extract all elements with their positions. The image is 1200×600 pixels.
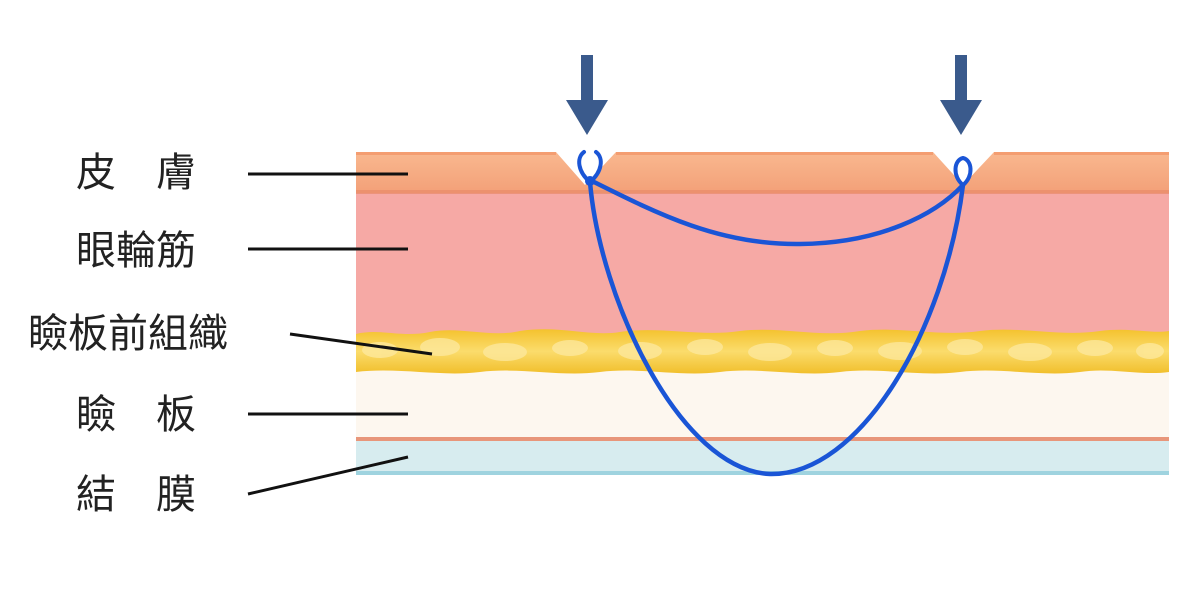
arrow-down-icon xyxy=(940,55,982,135)
suture-thread-lower xyxy=(587,179,966,477)
label-skin-text: 皮 膚 xyxy=(76,150,196,196)
label-skin: 皮 膚 xyxy=(76,153,218,193)
leader-line-pretarsal xyxy=(289,332,433,356)
suture-knot-left-dot xyxy=(585,176,595,186)
skin-top-edge xyxy=(356,152,556,155)
label-tarsus-text: 瞼 板 xyxy=(76,392,196,438)
conjunctiva-layer xyxy=(356,440,1169,474)
tarsus-layer xyxy=(356,370,1169,440)
fat-globules xyxy=(362,338,1164,361)
skin-layer xyxy=(356,152,1169,193)
label-pretarsal-tissue: 瞼板前組織 xyxy=(28,311,228,357)
skin-top-edge-mid xyxy=(616,152,933,155)
tarsus-bottom-line xyxy=(356,437,1169,441)
orbicularis-layer xyxy=(356,193,1169,338)
suture-knot-right xyxy=(953,155,973,187)
arrow-down-icon xyxy=(566,55,608,135)
leader-line-conjunctiva xyxy=(247,455,409,496)
skin-muscle-boundary xyxy=(356,190,1169,194)
skin-top-edge-right xyxy=(994,152,1169,155)
label-conjunctiva: 結 膜 xyxy=(76,475,196,515)
label-orbicularis: 眼輪筋 xyxy=(76,228,196,274)
suture-thread-upper xyxy=(587,177,966,247)
label-conjunctiva-text: 結 膜 xyxy=(76,472,196,518)
label-tarsus: 瞼 板 xyxy=(76,395,196,435)
